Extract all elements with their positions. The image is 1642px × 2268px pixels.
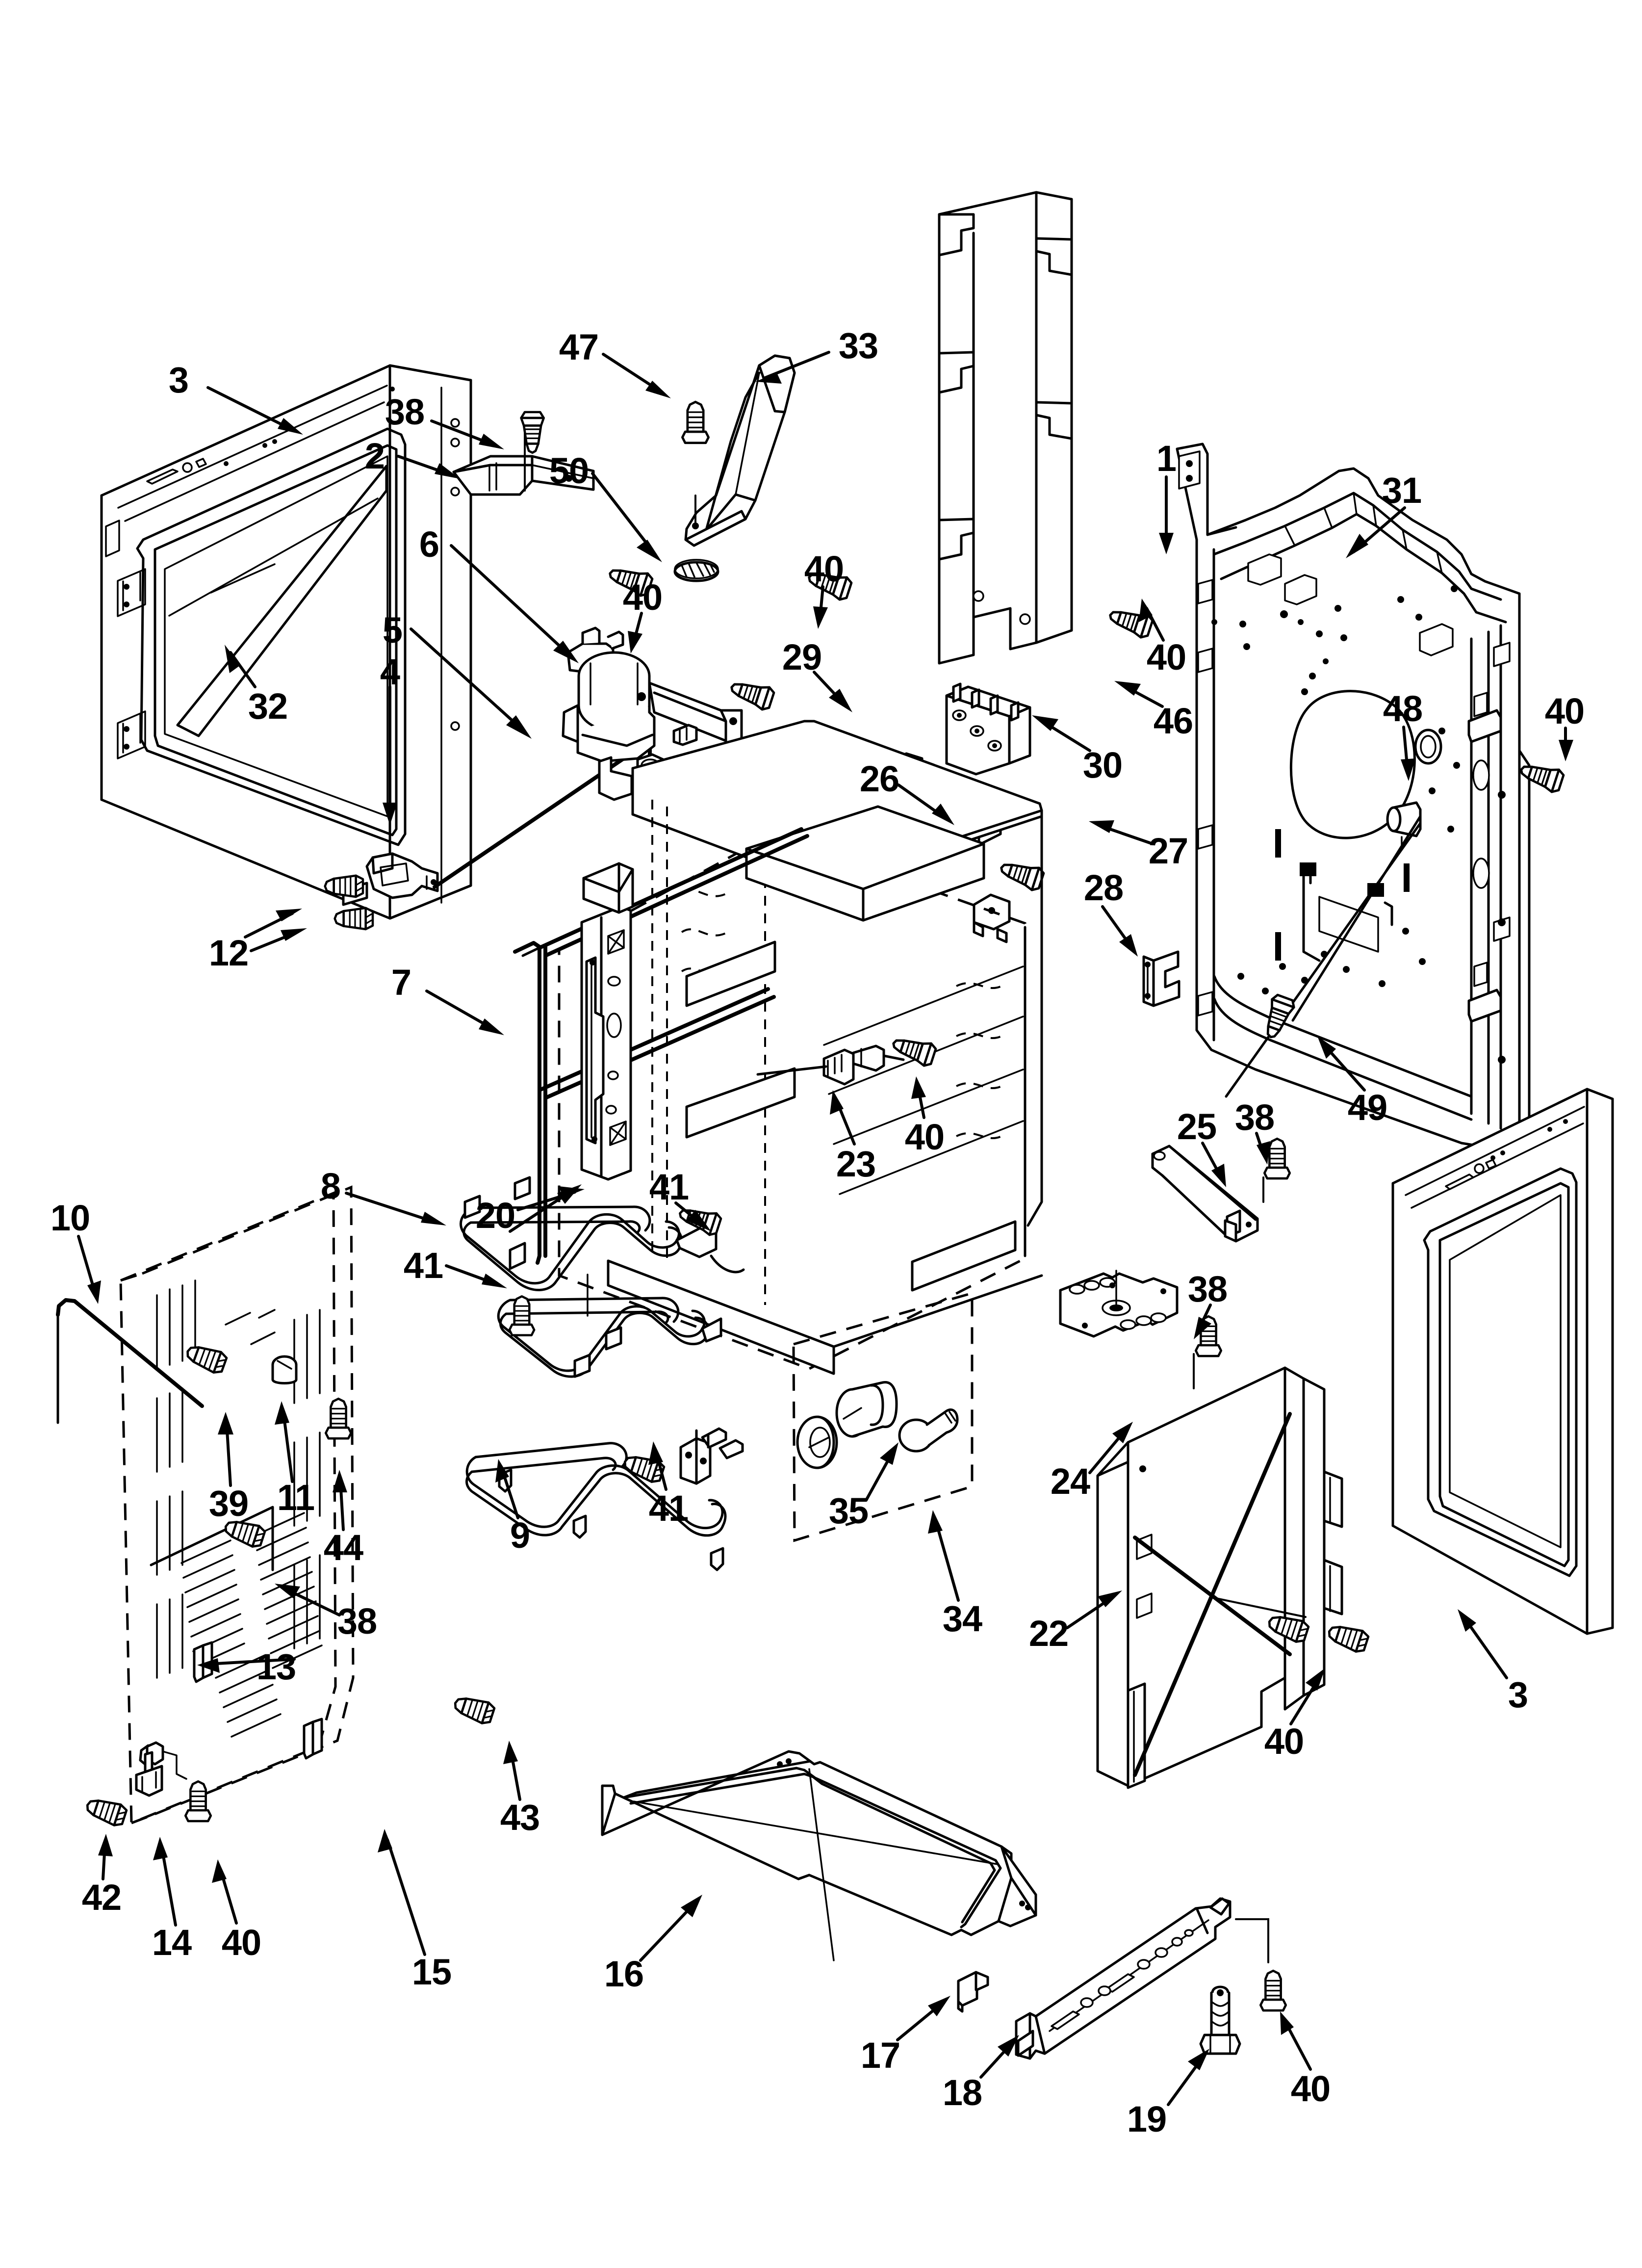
- callout-40-screw: 40: [1264, 1721, 1304, 1762]
- insulation-panel-15: [119, 1185, 355, 1825]
- callout-6-wire-rod: 6: [419, 524, 439, 565]
- callout-12-screw-pair: 12: [208, 933, 249, 973]
- callout-9-broil-element: 9: [510, 1515, 530, 1556]
- callout-32-door-inner-glass-panel: 32: [248, 686, 288, 727]
- callout-50-grommet-washer: 50: [549, 450, 589, 491]
- callout-40-screw: 40: [221, 1922, 261, 1963]
- callout-34-oven-lamp-bulb: 34: [942, 1598, 982, 1639]
- washer-50: [673, 559, 719, 582]
- callout-40-screw: 40: [622, 577, 663, 618]
- screw-40-e: [890, 1032, 937, 1068]
- callout-1-side-panel-rear-brace: 1: [1156, 438, 1177, 479]
- small-bracket-27: [973, 893, 1011, 943]
- callout-46-terminal-block: 46: [1153, 701, 1193, 741]
- callout-4-door-strike-bracket: 4: [380, 652, 400, 692]
- screw-40-h: [1260, 1971, 1286, 2010]
- leader-lines: [77, 351, 1573, 2106]
- oven-door-right-assembly: [1391, 1088, 1614, 1635]
- screw-47: [682, 402, 708, 443]
- rear-chassis-panel-31: [1176, 443, 1531, 1149]
- callout-38-screw: 38: [1187, 1269, 1228, 1309]
- callout-49-ground-wire: 49: [1347, 1087, 1387, 1128]
- brace-25: [1151, 1145, 1259, 1243]
- screw-27: [998, 857, 1045, 892]
- callout-25-support-brace: 25: [1177, 1106, 1217, 1147]
- callout-3-oven-door-outer-panel-right: 3: [1508, 1674, 1528, 1715]
- callout-19-leveling-foot: 19: [1127, 2099, 1167, 2139]
- callout-16-bottom-drawer-pan: 16: [604, 1954, 644, 1994]
- leveling-leg-14: [135, 1741, 187, 1797]
- screw-44: [326, 1399, 351, 1438]
- oven-door-left-assembly: [100, 364, 472, 920]
- bake-element-8: [460, 1176, 745, 1378]
- liner-hinge-plate-20: [580, 862, 634, 1181]
- callout-41-screw: 41: [648, 1488, 689, 1529]
- callout-40-screw: 40: [1544, 691, 1585, 731]
- callout-38-screw: 38: [337, 1601, 377, 1642]
- callout-11-spacer-bushing: 11: [277, 1477, 315, 1518]
- callout-3-oven-door-outer-panel-left: 3: [168, 360, 189, 400]
- drawer-glide-18: [1015, 1897, 1232, 2060]
- callout-22-side-panel-right: 22: [1028, 1613, 1069, 1654]
- callout-33-handle-bracket: 33: [838, 325, 878, 366]
- callout-47-screw: 47: [559, 327, 599, 367]
- callout-23-thermostat-sensor: 23: [836, 1144, 876, 1184]
- callout-8-broil-element-assembly: 8: [320, 1166, 341, 1206]
- callout-43-screw: 43: [500, 1797, 540, 1838]
- screw-42: [84, 1795, 128, 1827]
- mounting-plate-24: [1059, 1270, 1179, 1338]
- callout-48-strain-relief-bushing: 48: [1383, 688, 1423, 729]
- callout-26-top-rail-bracket: 26: [859, 758, 899, 799]
- callout-40-screw: 40: [804, 548, 844, 589]
- sensor-probe-23: [756, 1044, 905, 1086]
- screw-39: [184, 1341, 228, 1375]
- screw-41-b: [510, 1296, 534, 1335]
- callout-7-cavity-liner-seal: 7: [391, 962, 411, 1003]
- callout-41-screw: 41: [649, 1167, 689, 1207]
- screw-12b: [335, 908, 373, 929]
- callout-29-screw: 29: [782, 637, 822, 678]
- terminal-block-30: [945, 682, 1031, 776]
- side-brace-1: [938, 191, 1073, 665]
- spacer-11: [271, 1355, 298, 1384]
- callout-38-screw: 38: [1234, 1097, 1275, 1138]
- callout-39-screw: 39: [208, 1483, 249, 1524]
- handle-bracket-33: [684, 354, 796, 547]
- callout-40-screw: 40: [1146, 637, 1186, 678]
- callout-30-terminal-block-mount: 30: [1082, 745, 1123, 785]
- callout-13-insulation-clip: 13: [256, 1646, 296, 1687]
- callout-31-rear-chassis-panel: 31: [1382, 470, 1422, 511]
- callout-20-bake-element: 20: [475, 1195, 515, 1236]
- callout-35-lamp-lens-and-socket: 35: [828, 1490, 869, 1531]
- callout-24-mounting-plate: 24: [1050, 1461, 1090, 1502]
- lamp-assembly: [792, 1291, 974, 1542]
- leveling-foot-19: [1199, 1985, 1241, 2055]
- callout-2-door-latch-trim: 2: [364, 436, 385, 476]
- right-side-panel-22: [1096, 1366, 1343, 1789]
- drawer-pan-16: [601, 1750, 1037, 1961]
- broil-element-9: [465, 1427, 744, 1571]
- callout-38-screw: 38: [385, 391, 425, 432]
- callout-18-drawer-glide-rail: 18: [942, 2072, 982, 2113]
- door-latch-trim-part: [452, 455, 595, 496]
- callout-5-wire-rod-support: 5: [382, 610, 403, 651]
- screw-40-f2: [1326, 1621, 1369, 1654]
- callout-10-door-seal-gasket: 10: [50, 1198, 90, 1238]
- callout-41-screw: 41: [403, 1245, 443, 1286]
- callout-42-screw: 42: [81, 1877, 122, 1918]
- screw-43: [452, 1693, 495, 1725]
- callout-44-screw: 44: [323, 1527, 363, 1568]
- drawer-clip-17: [957, 1971, 989, 2013]
- clip-28: [1142, 950, 1180, 1007]
- callout-40-screw: 40: [1290, 2068, 1331, 2109]
- callout-28-clip-bracket: 28: [1083, 867, 1124, 908]
- screw-29: [728, 676, 775, 711]
- callout-15-insulation-blanket: 15: [411, 1952, 452, 1992]
- callout-27-screw: 27: [1148, 831, 1188, 871]
- callout-17-drawer-glide-clip: 17: [860, 2035, 900, 2076]
- callout-14-leveling-leg: 14: [152, 1922, 192, 1963]
- callout-40-screw: 40: [904, 1117, 945, 1157]
